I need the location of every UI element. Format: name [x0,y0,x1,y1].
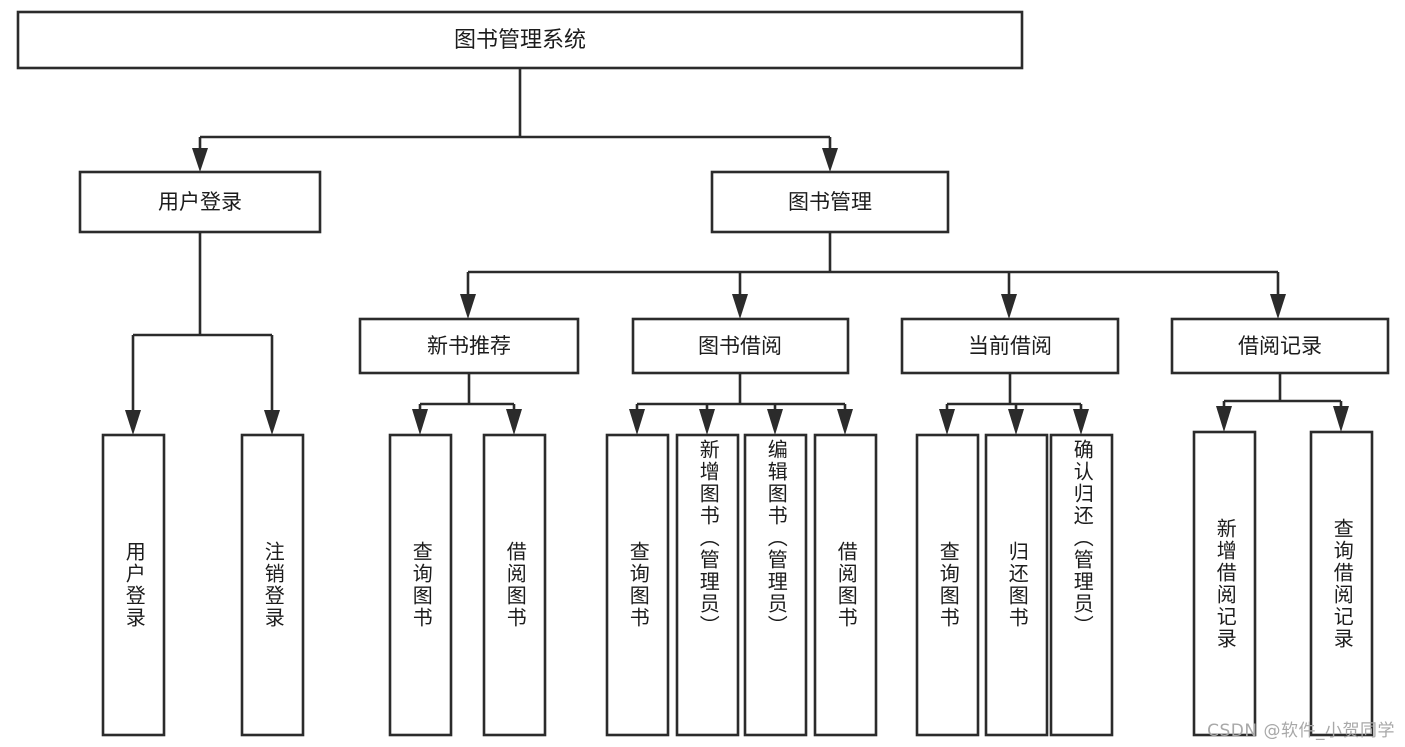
node-user-login[interactable]: 用户登录 [78,170,322,234]
book-manage-label: 图书管理 [788,190,872,214]
leaf-box-query-book-1[interactable] [388,433,453,737]
node-borrow-record[interactable]: 借阅记录 [1170,317,1390,375]
arrowhead-leaf-user-login [125,410,141,435]
arrowhead-new-book-recommend [460,294,476,319]
user-login-label: 用户登录 [158,190,242,214]
arrowhead-leaf-query-book-1 [412,409,428,435]
book-borrow-box-rect [631,317,850,375]
book-borrow-label: 图书借阅 [698,334,782,358]
borrow-record-label: 借阅记录 [1238,334,1322,358]
new-book-recommend-box-rect [358,317,580,375]
arrowhead-leaf-borrow-book-1 [506,409,522,435]
leaf-box-borrow-book-1[interactable] [482,433,547,737]
arrowhead-leaf-borrow-book-2 [837,409,853,435]
arrowhead-leaf-return-book [1008,409,1024,435]
arrowhead-borrow-record [1270,294,1286,319]
arrowhead-book-borrow [732,294,748,319]
leaf-box-return-book[interactable] [984,433,1049,737]
new-book-recommend-label: 新书推荐 [427,334,511,358]
node-book-borrow[interactable]: 图书借阅 [631,317,850,375]
leaf-box-borrow-book-2[interactable] [813,433,878,737]
leaf-box-query-record[interactable] [1309,430,1374,737]
arrowhead-leaf-user-logout [264,410,280,435]
current-borrow-box-rect [900,317,1120,375]
node-book-manage[interactable]: 图书管理 [710,170,950,234]
arrowhead-leaf-edit-book [767,409,783,435]
arrowhead-leaf-confirm-return [1073,409,1089,435]
borrow-record-box-rect [1170,317,1390,375]
leaf-box-user-login[interactable] [101,433,166,737]
arrowhead-leaf-query-record [1333,406,1349,432]
leaf-box-query-book-3[interactable] [915,433,980,737]
node-root[interactable]: 图书管理系统 [16,10,1024,70]
arrowhead-user-login [192,148,208,172]
root-box-label: 图书管理系统 [454,28,586,53]
node-new-book-recommend[interactable]: 新书推荐 [358,317,580,375]
arrowhead-leaf-query-book-2 [629,409,645,435]
book-manage-box-rect [710,170,950,234]
csdn-watermark: CSDN @软件_小贺同学 [1207,721,1395,741]
current-borrow-label: 当前借阅 [968,334,1052,358]
arrowhead-leaf-add-record [1216,406,1232,432]
arrowhead-current-borrow [1001,294,1017,319]
arrowhead-book-manage [822,148,838,172]
leaf-box-add-record[interactable] [1192,430,1257,737]
leaf-box-add-book[interactable] [675,433,740,737]
leaf-box-query-book-2[interactable] [605,433,670,737]
leaf-box-user-logout[interactable] [240,433,305,737]
leaf-box-confirm-return[interactable] [1049,433,1114,737]
node-current-borrow[interactable]: 当前借阅 [900,317,1120,375]
arrowhead-leaf-query-book-3 [939,409,955,435]
leaf-box-edit-book[interactable] [743,433,808,737]
arrowhead-leaf-add-book [699,409,715,435]
root-box-rect [16,10,1024,70]
